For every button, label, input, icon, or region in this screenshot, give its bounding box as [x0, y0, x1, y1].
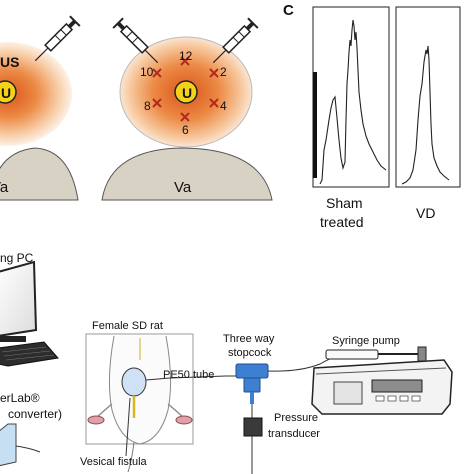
trace-label-sham-2: treated — [320, 214, 364, 230]
cable-powerlab — [15, 445, 41, 453]
syringe-icon — [112, 17, 159, 64]
tube-label: PE50 tube — [163, 369, 215, 381]
bladder — [121, 367, 147, 397]
pressure-trace-sham — [319, 19, 387, 185]
rat-label: Female SD rat — [92, 320, 163, 332]
trace-label-vd: VD — [416, 205, 436, 221]
cross-mark — [209, 68, 219, 78]
scale-bar — [313, 72, 317, 178]
clock-12: 12 — [179, 49, 193, 63]
injection-crosses — [152, 56, 219, 122]
tissue-glow-left — [0, 42, 72, 146]
clock-8: 8 — [144, 99, 151, 113]
va-label-right: Va — [174, 179, 192, 196]
vagina-tissue-left — [0, 147, 79, 201]
keyboard — [0, 341, 59, 367]
fistula-label: Vesical fistula — [80, 456, 147, 468]
rat-box — [85, 333, 194, 473]
syringe-pump — [311, 346, 453, 415]
panel-letter: C — [283, 2, 294, 19]
pump-label: Syringe pump — [332, 335, 400, 347]
cross-mark — [152, 98, 162, 108]
powerlab-box — [0, 423, 17, 467]
rat-paw-right — [175, 415, 193, 425]
trace-box-vd — [395, 6, 461, 188]
fistula-pointer — [125, 397, 131, 457]
urethra-left — [0, 80, 17, 104]
panel-c-traces — [312, 6, 461, 188]
stopcock-label-1: Three way — [223, 333, 275, 345]
us-label: US — [0, 54, 20, 70]
syringe-icon — [34, 15, 81, 62]
cross-mark — [180, 56, 190, 66]
pressure-transducer — [243, 417, 263, 437]
injection-left — [0, 15, 81, 201]
clock-10: 10 — [140, 65, 154, 79]
vagina-tissue-right — [101, 147, 273, 201]
tail — [127, 441, 135, 473]
clock-4: 4 — [220, 99, 227, 113]
pc-label: ng PC — [0, 251, 34, 265]
cross-mark — [152, 68, 162, 78]
cross-mark — [180, 112, 190, 122]
pressure-trace-vd — [401, 45, 450, 185]
trace-label-sham-1: Sham — [326, 195, 363, 211]
cross-mark — [209, 98, 219, 108]
transducer-label-2: transducer — [268, 428, 320, 440]
u-label-left: U — [1, 85, 12, 101]
monitor — [0, 260, 38, 337]
computer — [0, 260, 59, 367]
va-label-left: Va — [0, 179, 9, 196]
clock-2: 2 — [220, 65, 227, 79]
stopcock-label-2: stopcock — [228, 347, 272, 359]
syringe-icon — [212, 17, 259, 64]
clock-6: 6 — [182, 123, 189, 137]
powerlab-label-2: converter) — [8, 407, 63, 421]
u-label-right: U — [182, 85, 193, 101]
three-way-stopcock — [235, 363, 269, 404]
transducer-label-1: Pressure — [274, 412, 319, 424]
urethra-right — [174, 80, 198, 104]
powerlab-label-1: erLab® — [0, 391, 40, 405]
injection-middle — [101, 17, 273, 201]
rat-paw-left — [87, 415, 105, 425]
